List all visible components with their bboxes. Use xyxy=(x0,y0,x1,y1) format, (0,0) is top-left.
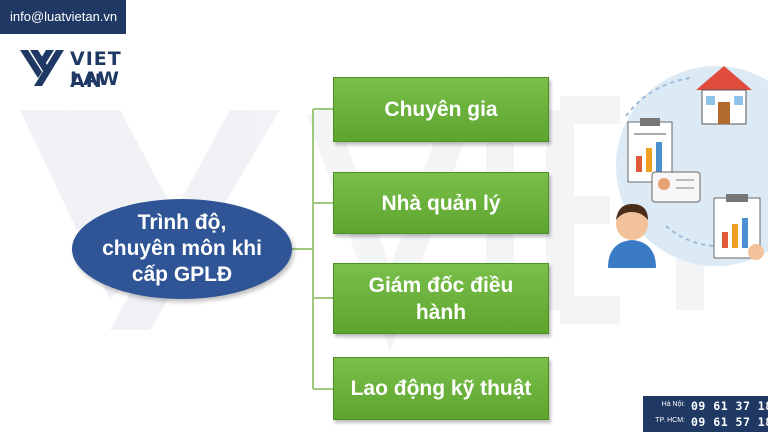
phone-city: Hà Nội: xyxy=(661,401,685,408)
branch-label: Lao động kỹ thuật xyxy=(350,377,532,400)
phone-row-hanoi[interactable]: Hà Nội: 09 61 37 18 18 xyxy=(649,399,768,415)
house-icon xyxy=(696,66,752,125)
person-avatar-icon xyxy=(608,204,656,268)
branch-box-technical-worker: Lao động kỹ thuật xyxy=(333,357,549,420)
center-node: Trình độ, chuyên môn khi cấp GPLĐ xyxy=(72,199,292,299)
logo-text-line2: LAW xyxy=(70,68,120,90)
branch-box-expert: Chuyên gia xyxy=(333,77,549,142)
branch-label: Chuyên gia xyxy=(384,98,498,121)
branch-label: Giám đốc điều hành xyxy=(368,273,514,324)
id-card-icon xyxy=(651,171,701,203)
logo-text-line1: VIET AN xyxy=(70,48,122,92)
phone-city: TP. HCM: xyxy=(655,417,685,424)
illustration xyxy=(608,66,768,268)
center-node-label: Trình độ, chuyên môn khi cấp GPLĐ xyxy=(102,211,262,286)
email-bar[interactable]: info@luatvietan.vn xyxy=(0,0,126,34)
logo: VIET AN LAW xyxy=(20,46,160,92)
phone-box: Hà Nội: 09 61 37 18 18 TP. HCM: 09 61 57… xyxy=(643,396,768,432)
report-chart-icon xyxy=(713,194,764,260)
logo-mark-icon xyxy=(20,50,64,86)
branch-label: Nhà quản lý xyxy=(381,191,501,215)
phone-number[interactable]: 09 61 57 18 18 xyxy=(691,415,768,429)
phone-number[interactable]: 09 61 37 18 18 xyxy=(691,399,768,413)
branch-box-manager: Nhà quản lý xyxy=(333,172,549,234)
phone-row-hcm[interactable]: TP. HCM: 09 61 57 18 18 xyxy=(649,415,768,431)
branch-box-executive-director: Giám đốc điều hành xyxy=(333,263,549,334)
